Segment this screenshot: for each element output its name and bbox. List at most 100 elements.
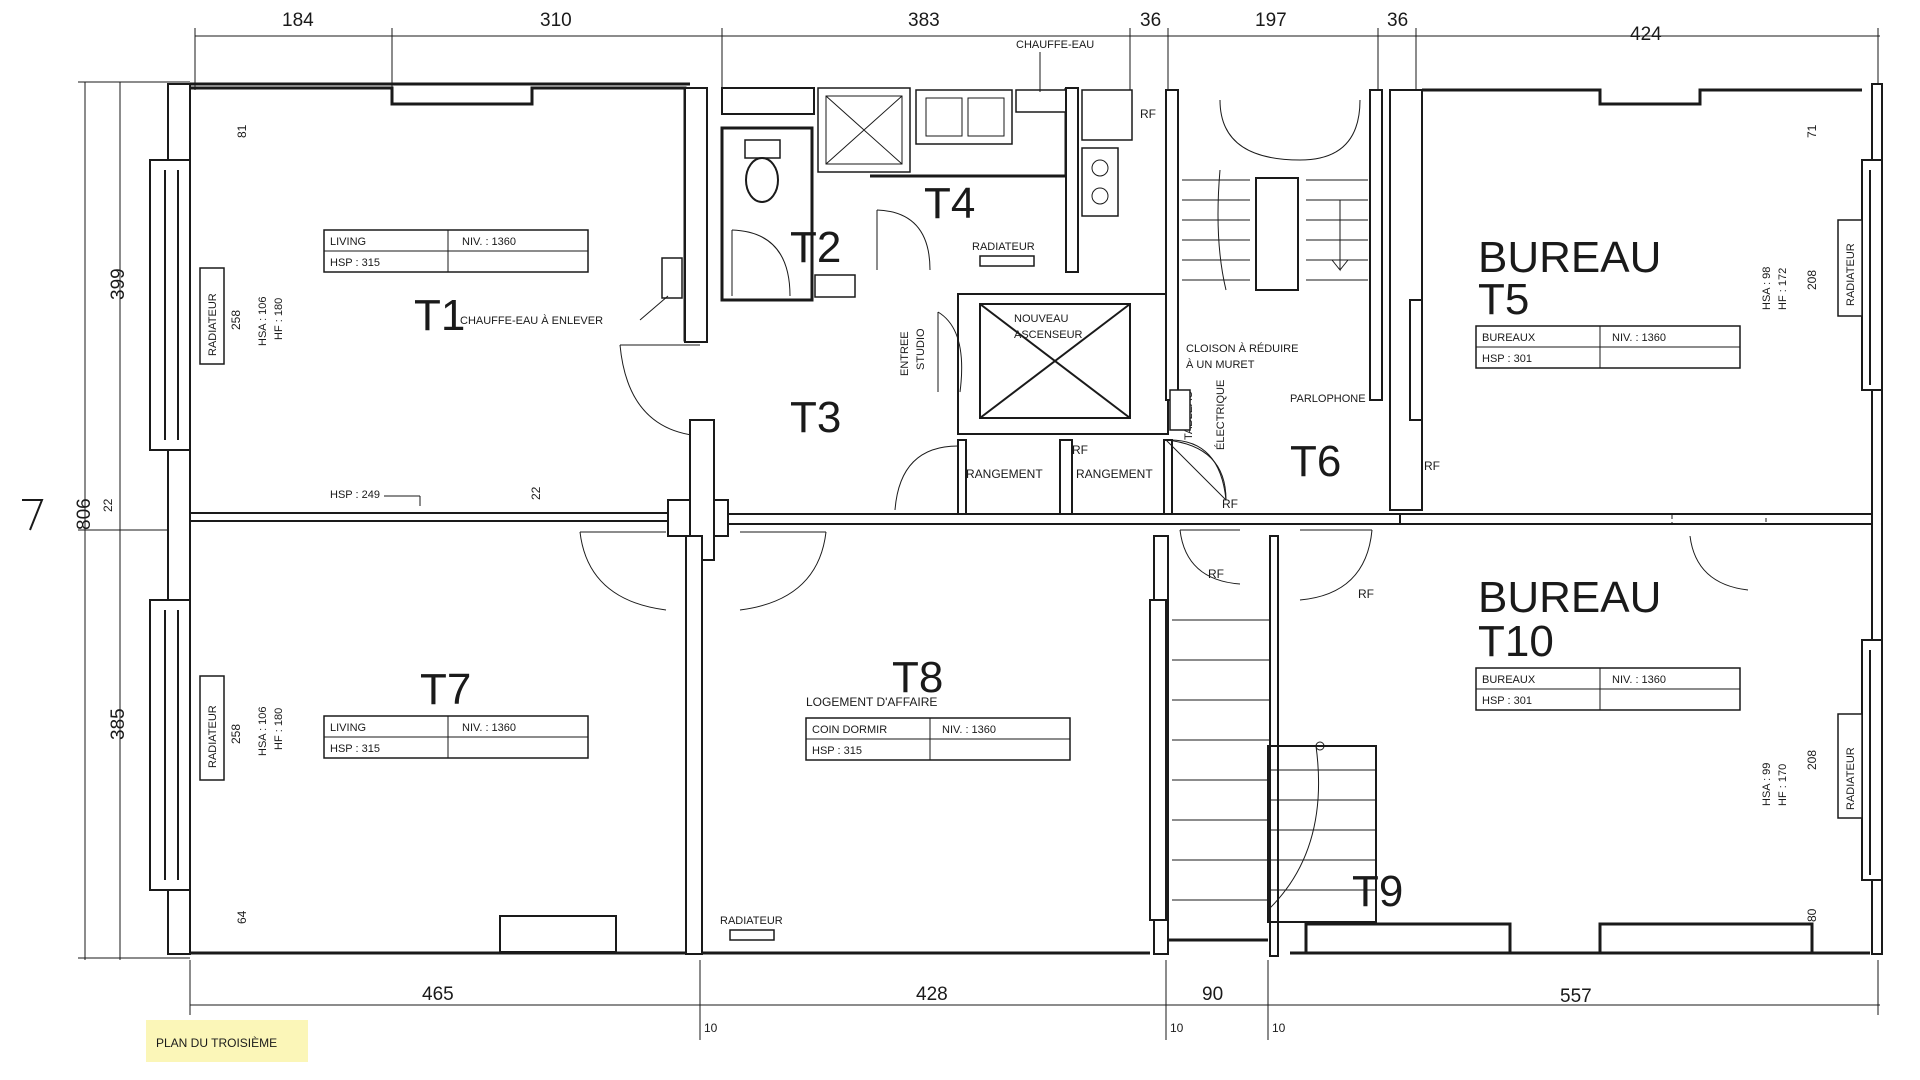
door-t10-right <box>1689 535 1749 591</box>
bottom-dimension-line <box>189 960 1880 1040</box>
dim-bottom-10a: 10 <box>704 1021 718 1035</box>
label-chauffe-eau: CHAUFFE-EAU <box>1016 39 1094 51</box>
svg-text:RADIATEUR: RADIATEUR <box>207 705 219 768</box>
central-wall-left <box>189 512 711 522</box>
door-t7 <box>579 531 667 611</box>
dim-top-310: 310 <box>540 10 572 31</box>
note-hsa-right-top: HSA : 98 <box>1761 267 1773 310</box>
rangement-closets <box>894 439 1227 521</box>
room-label-t7: T7 <box>420 665 471 714</box>
dim-bottom-428: 428 <box>916 984 948 1005</box>
label-rf-t6: RF <box>1222 497 1238 511</box>
plan-caption: PLAN DU TROISIÈME <box>146 1020 308 1062</box>
dim-left-22: 22 <box>101 498 115 512</box>
radiator-t4-icon <box>979 255 1035 267</box>
radiator-t8: RADIATEUR <box>720 915 783 941</box>
dim-top-197: 197 <box>1255 10 1287 31</box>
dim-inner-64: 64 <box>235 910 249 924</box>
kitchen-sink-icon <box>915 89 1013 145</box>
note-hf-left-top: HF : 180 <box>273 298 285 340</box>
svg-text:HSP : 315: HSP : 315 <box>812 745 862 757</box>
t7-alcove <box>499 915 617 953</box>
dim-inner-208a: 208 <box>1805 270 1819 290</box>
central-wall-right <box>1389 513 1873 525</box>
note-hf-right-top: HF : 172 <box>1777 268 1789 310</box>
dim-left-399: 399 <box>108 268 129 300</box>
door-t1 <box>619 344 701 437</box>
svg-text:PLAN DU TROISIÈME: PLAN DU TROISIÈME <box>156 1035 277 1050</box>
note-hf-right-bottom: HF : 170 <box>1777 764 1789 806</box>
label-rangement-2: RANGEMENT <box>1076 467 1153 481</box>
dim-inner-258a: 258 <box>229 310 243 330</box>
label-hsp-249: HSP : 249 <box>330 489 380 501</box>
svg-text:HSP : 301: HSP : 301 <box>1482 353 1532 365</box>
svg-text:RADIATEUR: RADIATEUR <box>1845 243 1857 306</box>
dim-bottom-10b: 10 <box>1170 1021 1184 1035</box>
dim-top-36a: 36 <box>1140 10 1161 31</box>
dim-inner-80: 80 <box>1805 908 1819 922</box>
label-rf-rangement: RF <box>1072 443 1088 457</box>
note-hsa-left-top: HSA : 106 <box>257 296 269 346</box>
svg-text:BUREAUX: BUREAUX <box>1482 332 1536 344</box>
info-box-t8: COIN DORMIR NIV. : 1360 HSP : 315 <box>805 717 1071 761</box>
t1-t3-wall <box>684 87 708 343</box>
window-left-top <box>149 159 191 451</box>
room-label-t1: T1 <box>414 291 465 340</box>
room-label-t6: T6 <box>1290 437 1341 486</box>
door-t6 <box>1169 439 1227 501</box>
info-box-t10: BUREAUX NIV. : 1360 HSP : 301 <box>1475 667 1741 711</box>
room-label-t4: T4 <box>924 179 975 228</box>
svg-text:NIV. : 1360: NIV. : 1360 <box>1612 674 1666 686</box>
svg-text:COIN DORMIR: COIN DORMIR <box>812 724 887 736</box>
label-rf-t5: RF <box>1424 459 1440 473</box>
label-electrique: ÉLECTRIQUE <box>1214 380 1227 450</box>
svg-text:RADIATEUR: RADIATEUR <box>720 915 783 927</box>
dim-inner-208b: 208 <box>1805 750 1819 770</box>
stairs-upper <box>1165 89 1383 401</box>
dim-inner-81: 81 <box>235 124 249 138</box>
svg-text:NIV. : 1360: NIV. : 1360 <box>942 724 996 736</box>
water-heater-icon <box>1015 89 1067 113</box>
svg-text:NIV. : 1360: NIV. : 1360 <box>1612 332 1666 344</box>
elevator <box>957 293 1169 435</box>
dim-top-36b: 36 <box>1387 10 1408 31</box>
electric-panel-icon <box>1169 389 1191 431</box>
water-heater-t1-icon <box>661 257 683 299</box>
door-t10 <box>1299 529 1373 601</box>
note-hsa-right-bottom: HSA : 99 <box>1761 763 1773 806</box>
dim-bottom-557: 557 <box>1560 986 1592 1007</box>
label-rf-t9: RF <box>1208 567 1224 581</box>
t10-bottom-wall <box>1290 922 1512 955</box>
dim-bottom-465: 465 <box>422 984 454 1005</box>
note-hf-left-bottom: HF : 180 <box>273 708 285 750</box>
dim-left-385: 385 <box>108 708 129 740</box>
label-ascenseur: ASCENSEUR <box>1014 329 1083 341</box>
room-label-bureau-t5: BUREAU <box>1478 233 1661 282</box>
svg-text:HSP : 315: HSP : 315 <box>330 257 380 269</box>
door-t8 <box>739 531 827 611</box>
radiator-t1: RADIATEUR <box>199 267 225 365</box>
stairs-lower <box>1172 619 1377 923</box>
dim-inner-258b: 258 <box>229 724 243 744</box>
top-dimension-line <box>194 28 1880 90</box>
info-box-t7: LIVING NIV. : 1360 HSP : 315 <box>323 715 589 759</box>
stove-icon <box>1081 89 1133 141</box>
toilet-icon <box>745 157 779 203</box>
radiator-t7: RADIATEUR <box>199 675 225 781</box>
label-rf-kitchen: RF <box>1140 107 1156 121</box>
svg-text:HSP : 315: HSP : 315 <box>330 743 380 755</box>
central-wall-mid <box>709 513 1401 525</box>
room-label-t2: T2 <box>790 223 841 272</box>
svg-text:LIVING: LIVING <box>330 236 366 248</box>
t4-kitchen <box>870 87 1133 273</box>
door-t9 <box>1179 529 1241 585</box>
t7-t8-wall <box>685 535 703 955</box>
label-cloison-2: À UN MURET <box>1186 358 1255 371</box>
dim-top-383: 383 <box>908 10 940 31</box>
label-rangement-1: RANGEMENT <box>966 467 1043 481</box>
svg-text:BUREAUX: BUREAUX <box>1482 674 1536 686</box>
room-label-t5: T5 <box>1478 275 1529 324</box>
dim-left-806: 806 <box>74 498 95 530</box>
sink-icon <box>814 274 856 298</box>
